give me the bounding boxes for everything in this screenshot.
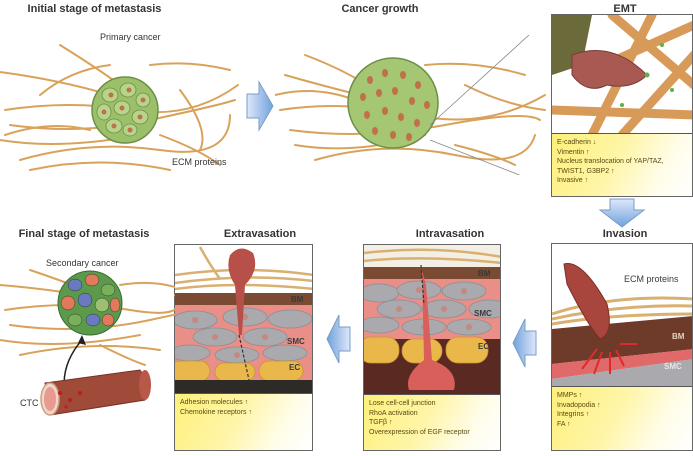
invasion-note: MMPs ↑ <box>557 392 583 399</box>
emt-notes: E-cadherin ↓ Vimentin ↑ Nucleus transloc… <box>552 133 692 196</box>
intravasation-bm-label: BM <box>478 269 491 278</box>
emt-panel: E-cadherin ↓ Vimentin ↑ Nucleus transloc… <box>551 14 693 197</box>
intravasation-note: Lose cell-cell junction <box>369 400 436 407</box>
arrow-left-icon <box>512 318 537 368</box>
secondary-cancer-label: Secondary cancer <box>46 258 119 268</box>
emt-illustration <box>552 15 692 135</box>
intravasation-note: TGFβ ↑ <box>369 419 393 426</box>
intravasation-note: Overexpression of EGF receptor <box>369 428 470 436</box>
extravasation-notes: Adhesion molecules ↑ Chemokine receptors… <box>175 393 312 450</box>
emt-title: EMT <box>613 3 637 15</box>
intravasation-panel: BM SMC EC Lose cell-cell junction RhoA a… <box>363 244 501 451</box>
intravasation-illustration <box>364 245 500 395</box>
primary-tumor <box>91 76 159 144</box>
extravasation-bm-label: BM <box>291 295 304 304</box>
invasion-notes: MMPs ↑ Invadopodia ↑ Integrins ↑ FA ↑ <box>552 386 692 450</box>
initial-stage-title: Initial stage of metastasis <box>27 3 162 15</box>
emt-note: E-cadherin ↓ <box>557 139 597 146</box>
intravasation-title: Intravasation <box>415 228 485 240</box>
invasion-illustration <box>552 244 692 388</box>
invasion-ecm-label: ECM proteins <box>624 274 679 284</box>
invasion-title: Invasion <box>602 228 648 240</box>
invasion-bm-label: BM <box>672 332 685 341</box>
intravasation-note: RhoA activation <box>369 409 418 417</box>
extravasation-panel: BM SMC EC Adhesion molecules ↑ Chemokine… <box>174 244 313 451</box>
ecm-fibers <box>0 44 239 171</box>
extravasation-title: Extravasation <box>223 228 297 240</box>
initial-stage-illustration <box>0 44 239 171</box>
intravasation-smc-label: SMC <box>474 309 492 318</box>
invasion-panel: ECM proteins BM SMC MMPs ↑ Invadopodia ↑… <box>551 243 693 451</box>
arrow-down-icon <box>598 198 646 228</box>
final-stage-title: Final stage of metastasis <box>18 228 150 240</box>
invasion-note: Integrins ↑ <box>557 411 590 418</box>
final-stage-illustration <box>0 269 175 416</box>
invasion-note: Invadopodia ↑ <box>557 401 601 409</box>
cancer-growth-illustration <box>275 35 546 175</box>
invasion-smc-label: SMC <box>664 362 682 371</box>
primary-cancer-label: Primary cancer <box>100 32 161 42</box>
arrow-left-icon <box>326 314 351 364</box>
extravasation-smc-label: SMC <box>287 337 305 346</box>
ecm-proteins-label: ECM proteins <box>172 157 227 167</box>
emt-note: Invasive ↑ <box>557 177 589 184</box>
blood-vessel <box>40 369 151 416</box>
extravasation-note: Adhesion molecules ↑ <box>180 399 249 406</box>
extravasation-ec-label: EC <box>289 363 301 372</box>
intravasation-ec-label: EC <box>478 342 490 351</box>
cancer-growth-title: Cancer growth <box>341 3 419 15</box>
emt-note: Vimentin ↑ <box>557 148 590 156</box>
grown-tumor <box>347 57 439 149</box>
extravasation-note: Chemokine receptors ↑ <box>180 408 252 416</box>
extravasation-illustration <box>175 245 312 395</box>
emt-note: TWIST1, G3BP2 ↑ <box>557 167 615 175</box>
arrow-right-icon <box>246 80 274 132</box>
intravasation-notes: Lose cell-cell junction RhoA activation … <box>364 394 500 450</box>
emt-note: Nucleus translocation of YAP/TAZ, <box>557 158 664 165</box>
secondary-tumor <box>57 270 123 336</box>
zoom-lines <box>429 35 530 175</box>
ctc-label: CTC <box>20 398 39 408</box>
invasion-note: FA ↑ <box>557 420 571 428</box>
